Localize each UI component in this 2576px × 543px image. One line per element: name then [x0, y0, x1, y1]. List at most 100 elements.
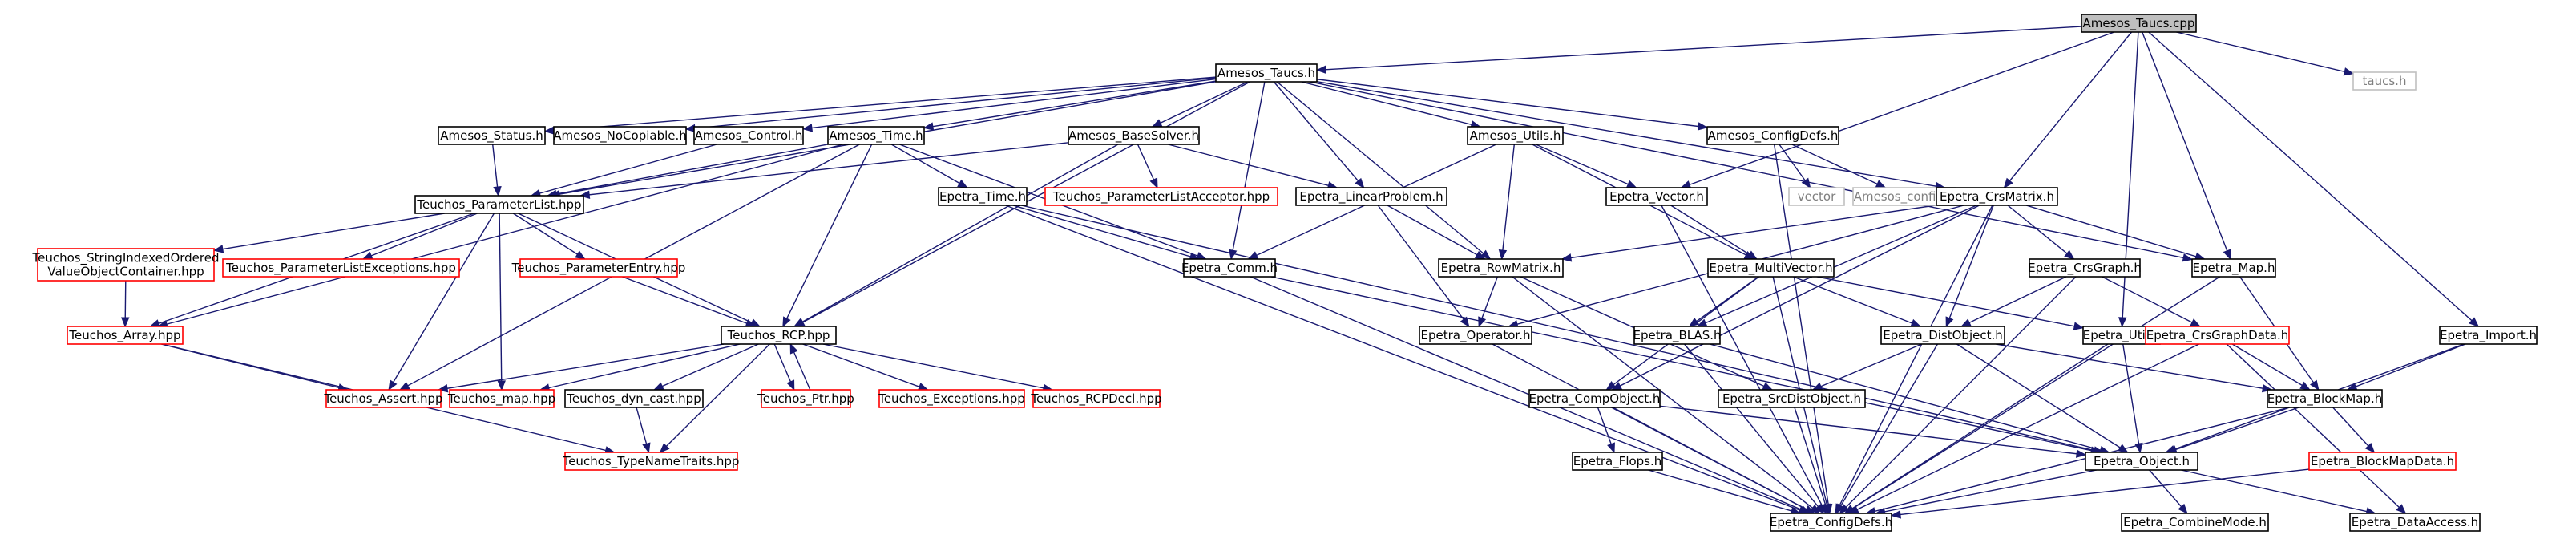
- node-amesos_utils[interactable]: Amesos_Utils.h: [1467, 126, 1564, 145]
- arrowhead-epetra_distobject-to-epetra_configdefs: [1835, 503, 1845, 515]
- node-teuchos_plexceptions[interactable]: Teuchos_ParameterListExceptions.hpp: [222, 258, 460, 278]
- node-epetra_crsgraph[interactable]: Epetra_CrsGraph.h: [2028, 258, 2142, 278]
- node-epetra_comm[interactable]: Epetra_Comm.h: [1181, 258, 1278, 278]
- node-amesos_taucs_h[interactable]: Amesos_Taucs.h: [1215, 63, 1318, 83]
- node-label: Epetra_CrsGraphData.h: [2146, 328, 2289, 343]
- node-box: [1528, 389, 1661, 408]
- node-label: Teuchos_ParameterListExceptions.hpp: [225, 261, 456, 276]
- arrowhead-amesos_time-to-teuchos_rcp: [782, 316, 791, 328]
- node-teuchos_placceptor[interactable]: Teuchos_ParameterListAcceptor.hpp: [1044, 187, 1278, 206]
- edge-amesos_taucs_h-to-amesos_configdefs: [1316, 79, 1708, 128]
- node-epetra_configdefs[interactable]: Epetra_ConfigDefs.h: [1770, 513, 1892, 532]
- arrowhead-epetra_rowmatrix-to-epetra_operator: [1478, 316, 1487, 328]
- node-vector: vector: [1788, 187, 1845, 206]
- node-epetra_blas[interactable]: Epetra_BLAS.h: [1633, 326, 1722, 345]
- node-label: Teuchos_RCPDecl.hpp: [1030, 391, 1161, 407]
- node-amesos_control[interactable]: Amesos_Control.h: [693, 126, 804, 145]
- node-box: [2191, 258, 2276, 278]
- node-teuchos_typenametraits[interactable]: Teuchos_TypeNameTraits.hpp: [563, 452, 740, 471]
- edge-amesos_time-to-teuchos_array: [158, 144, 843, 327]
- node-epetra_multivector[interactable]: Epetra_MultiVector.h: [1707, 258, 1835, 278]
- node-epetra_flops[interactable]: Epetra_Flops.h: [1572, 452, 1663, 471]
- arrowhead-amesos_taucs_h-to-epetra_rowmatrix: [1480, 249, 1492, 260]
- arrowhead-epetra_crsgraph-to-epetra_crsgraphdata: [2190, 318, 2202, 327]
- node-epetra_vector[interactable]: Epetra_Vector.h: [1605, 187, 1708, 206]
- node-epetra_dataaccess[interactable]: Epetra_DataAccess.h: [2349, 513, 2481, 532]
- edge-epetra_blockmap-to-epetra_configdefs: [1866, 407, 2290, 514]
- arrowhead-epetra_crsgraphdata-to-epetra_dataaccess: [2396, 504, 2407, 514]
- node-box: [37, 248, 215, 282]
- node-label: Epetra_CrsGraph.h: [2028, 261, 2142, 276]
- edge-root-to-epetra_util: [2121, 31, 2139, 327]
- edge-amesos_utils-to-epetra_vector: [1535, 144, 1637, 188]
- node-epetra_linearproblem[interactable]: Epetra_LinearProblem.h: [1295, 187, 1447, 206]
- node-teuchos_parameterentry[interactable]: Teuchos_ParameterEntry.hpp: [511, 258, 686, 278]
- node-epetra_rowmatrix[interactable]: Epetra_RowMatrix.h: [1438, 258, 1564, 278]
- node-label: Epetra_Operator.h: [1420, 328, 1530, 343]
- node-label: Epetra_CompObject.h: [1529, 391, 1661, 407]
- node-amesos_configdefs[interactable]: Amesos_ConfigDefs.h: [1706, 126, 1839, 145]
- arrowhead-epetra_linearproblem-to-epetra_operator: [1460, 316, 1470, 328]
- edge-epetra_blockmapdata-to-epetra_configdefs: [1891, 468, 2310, 517]
- node-teuchos_map[interactable]: Teuchos_map.hpp: [447, 389, 555, 408]
- node-amesos_status[interactable]: Amesos_Status.h: [438, 126, 546, 145]
- edge-epetra_object-to-epetra_combinemode: [2149, 469, 2188, 514]
- node-label: Amesos_Utils.h: [1470, 128, 1561, 144]
- node-box: [438, 126, 546, 145]
- node-epetra_compobject[interactable]: Epetra_CompObject.h: [1528, 389, 1661, 408]
- edge-amesos_taucs_h-to-amesos_nocopiable: [685, 77, 1217, 130]
- arrowhead-epetra_compobject-to-epetra_object: [2075, 449, 2087, 458]
- node-epetra_crsgraphdata[interactable]: Epetra_CrsGraphData.h: [2145, 326, 2290, 345]
- edge-epetra_distobject-to-epetra_object: [1956, 343, 2128, 453]
- edge-epetra_object-to-epetra_configdefs: [1875, 469, 2098, 514]
- edge-amesos_taucs_h-to-epetra_map: [1310, 81, 2193, 261]
- node-teuchos_array[interactable]: Teuchos_Array.hpp: [67, 326, 184, 345]
- node-epetra_blockmap[interactable]: Epetra_BlockMap.h: [2267, 389, 2383, 408]
- node-amesos_nocopiable[interactable]: Amesos_NoCopiable.h: [553, 126, 687, 145]
- node-amesos_time[interactable]: Amesos_Time.h: [827, 126, 925, 145]
- edge-epetra_util-to-epetra_configdefs: [1844, 343, 2109, 514]
- node-epetra_map[interactable]: Epetra_Map.h: [2191, 258, 2276, 278]
- edge-teuchos_parameterentry-to-teuchos_rcp: [622, 276, 756, 327]
- node-epetra_blockmapdata[interactable]: Epetra_BlockMapData.h: [2308, 452, 2457, 471]
- edge-teuchos_rcp-to-teuchos_dyncast: [653, 343, 759, 391]
- node-teuchos_ptr[interactable]: Teuchos_Ptr.hpp: [757, 389, 854, 408]
- edge-epetra_multivector-to-epetra_distobject: [1793, 276, 1921, 327]
- node-box: [2029, 258, 2141, 278]
- node-teuchos_sivoc[interactable]: Teuchos_StringIndexedOrderedValueObjectC…: [32, 248, 220, 282]
- node-teuchos_rcp[interactable]: Teuchos_RCP.hpp: [721, 326, 837, 345]
- node-box: [2121, 513, 2269, 532]
- node-label: Epetra_LinearProblem.h: [1299, 189, 1443, 205]
- node-teuchos_dyncast[interactable]: Teuchos_dyn_cast.hpp: [564, 389, 704, 408]
- edge-amesos_taucs_h-to-amesos_basesolver: [1152, 81, 1248, 128]
- node-epetra_operator[interactable]: Epetra_Operator.h: [1419, 326, 1532, 345]
- node-box: [325, 389, 442, 408]
- edge-epetra_distobject-to-epetra_blockmap: [1996, 343, 2272, 391]
- node-teuchos_parameterlist[interactable]: Teuchos_ParameterList.hpp: [414, 195, 584, 214]
- edge-epetra_distobject-to-epetra_srcdistobject: [1812, 343, 1923, 391]
- arrowhead-teuchos_parameterlist-to-teuchos_sivoc: [212, 245, 224, 253]
- node-teuchos_assert[interactable]: Teuchos_Assert.hpp: [323, 389, 443, 408]
- node-teuchos_rcpdecl[interactable]: Teuchos_RCPDecl.hpp: [1030, 389, 1162, 408]
- edge-epetra_map-to-epetra_configdefs: [1844, 276, 2220, 514]
- node-teuchos_exceptions[interactable]: Teuchos_Exceptions.hpp: [878, 389, 1025, 408]
- node-epetra_util[interactable]: Epetra_Util.h: [2082, 326, 2161, 345]
- node-amesos_basesolver[interactable]: Amesos_BaseSolver.h: [1068, 126, 1200, 145]
- node-epetra_combinemode[interactable]: Epetra_CombineMode.h: [2121, 513, 2269, 532]
- node-epetra_distobject[interactable]: Epetra_DistObject.h: [1880, 326, 2005, 345]
- node-epetra_srcdistobject[interactable]: Epetra_SrcDistObject.h: [1718, 389, 1866, 408]
- edge-epetra_blas-to-epetra_object: [1709, 343, 2110, 453]
- node-root[interactable]: Amesos_Taucs.cpp: [2081, 14, 2197, 33]
- edge-epetra_crsmatrix-to-epetra_crsgraph: [2007, 205, 2074, 260]
- node-epetra_object[interactable]: Epetra_Object.h: [2085, 452, 2198, 471]
- arrowhead-teuchos_dyncast-to-teuchos_typenametraits: [642, 442, 651, 454]
- edge-amesos_utils-to-epetra_rowmatrix: [1501, 144, 1515, 260]
- edge-epetra_crsmatrix-to-epetra_rowmatrix: [1561, 205, 1937, 260]
- arrowhead-teuchos_parameterlist-to-teuchos_map: [497, 380, 506, 391]
- edge-amesos_basesolver-to-teuchos_rcp: [793, 144, 1119, 327]
- node-epetra_crsmatrix[interactable]: Epetra_CrsMatrix.h: [1936, 187, 2058, 206]
- node-box: [938, 187, 1028, 206]
- arrowhead-epetra_crsgraph-to-epetra_distobject: [1960, 318, 1972, 327]
- node-epetra_time[interactable]: Epetra_Time.h: [938, 187, 1028, 206]
- node-epetra_import[interactable]: Epetra_Import.h: [2439, 326, 2538, 345]
